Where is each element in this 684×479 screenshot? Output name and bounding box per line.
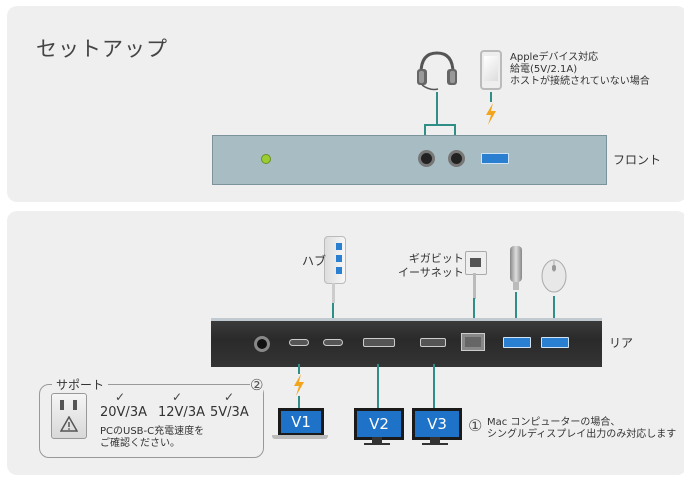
hub-cable xyxy=(332,283,335,303)
check-icon: ✓ xyxy=(224,390,235,404)
monitor-stand-base xyxy=(422,443,448,445)
page-title: セットアップ xyxy=(36,37,168,61)
v3-link xyxy=(433,364,435,408)
wattage-12v: 12V/3A xyxy=(158,405,205,420)
headphones-icon xyxy=(417,51,457,91)
rear-label: リア xyxy=(609,336,634,350)
hub-label: ハブ xyxy=(302,254,327,268)
support-box xyxy=(39,384,264,458)
lightning-icon xyxy=(486,103,496,125)
support-title-text: サポート xyxy=(56,378,105,392)
rear-device xyxy=(211,318,602,367)
v2-link xyxy=(377,364,379,408)
ethernet-label-line1: ギガビット xyxy=(408,252,464,265)
laptop-base xyxy=(272,435,328,439)
mac-note: Mac コンピューターの場合、 シングルディスプレイ出力のみ対応します xyxy=(487,417,676,441)
monitor-stand-base xyxy=(364,443,390,445)
check-icon: ✓ xyxy=(172,390,183,404)
mouse-icon xyxy=(541,259,567,293)
ethernet-label-line2: イーサネット xyxy=(398,266,464,279)
monitor-label-v1: V1 xyxy=(291,413,311,431)
usb-c-port-hub xyxy=(323,339,343,346)
apple-note-line3: ホストが接続されていない場合 xyxy=(510,76,650,87)
audio-jack xyxy=(418,150,435,167)
ethernet-plug-icon xyxy=(465,251,487,275)
hub-icon xyxy=(324,236,346,284)
phone-icon xyxy=(480,50,502,90)
displayport-port xyxy=(363,338,395,347)
ethernet-port xyxy=(461,333,485,351)
apple-note-line1: Appleデバイス対応 xyxy=(510,52,599,63)
mac-note-badge: ① xyxy=(468,416,483,435)
lightning-icon xyxy=(294,374,304,396)
support-note-line2: ご確認ください。 xyxy=(100,438,180,449)
apple-note-line2: 給電(5V/2.1A) xyxy=(510,64,578,75)
charger-icon xyxy=(51,393,87,439)
v1-link xyxy=(298,364,300,374)
support-badge: ② xyxy=(250,376,264,394)
rear-usb-port-1 xyxy=(503,337,531,348)
ethernet-cable xyxy=(473,273,476,299)
headphone-link xyxy=(454,124,456,144)
wattage-5v: 5V/3A xyxy=(210,405,249,420)
hub-link xyxy=(332,303,334,318)
ethernet-label: ギガビット イーサネット xyxy=(398,252,464,280)
monitor-stand xyxy=(430,437,440,443)
v1-link xyxy=(298,396,300,408)
apple-power-note: Appleデバイス対応 給電(5V/2.1A) ホストが接続されていない場合 xyxy=(510,52,650,88)
support-title: サポート xyxy=(52,376,109,393)
mouse-link xyxy=(553,296,555,318)
mic-jack xyxy=(448,150,465,167)
front-device xyxy=(212,135,607,185)
usb-c-port-host xyxy=(289,339,309,346)
monitor-label-v2: V2 xyxy=(369,415,389,433)
headphone-link xyxy=(424,124,456,126)
hdmi-port xyxy=(420,338,446,347)
status-led xyxy=(261,154,271,164)
front-label: フロント xyxy=(613,153,662,167)
usb-drive-link xyxy=(515,292,517,318)
rear-usb-port-2 xyxy=(541,337,569,348)
phone-link xyxy=(490,92,492,102)
dc-power-port xyxy=(254,336,270,352)
check-icon: ✓ xyxy=(115,390,126,404)
laptop-v1: V1 xyxy=(278,408,324,436)
headphone-link xyxy=(424,124,426,144)
monitor-v3: V3 xyxy=(412,408,462,440)
headphone-link xyxy=(436,92,438,125)
usb-drive-icon xyxy=(510,246,522,290)
mac-note-line2: シングルディスプレイ出力のみ対応します xyxy=(487,429,677,440)
ethernet-link xyxy=(473,298,475,318)
support-note: PCのUSB-C充電速度を ご確認ください。 xyxy=(100,426,204,450)
mac-note-line1: Mac コンピューターの場合、 xyxy=(487,417,621,428)
monitor-label-v3: V3 xyxy=(427,415,447,433)
wattage-20v: 20V/3A xyxy=(100,405,147,420)
monitor-v2: V2 xyxy=(354,408,404,440)
support-note-line1: PCのUSB-C充電速度を xyxy=(100,426,205,437)
monitor-stand xyxy=(372,437,382,443)
front-usb-port xyxy=(481,153,509,164)
